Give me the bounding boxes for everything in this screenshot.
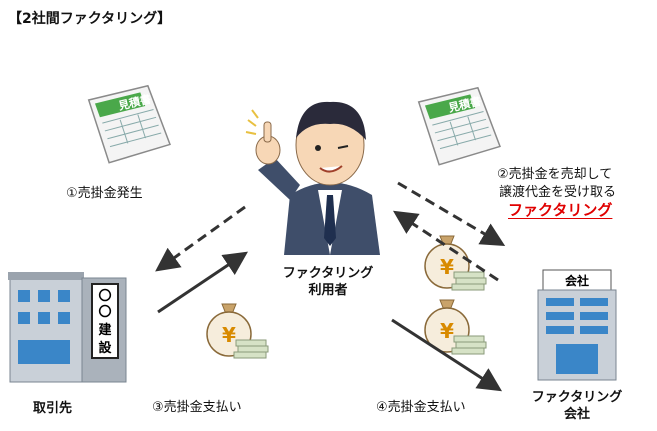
factoring-company-building-icon: 会社 <box>537 269 617 381</box>
user-label-line1: ファクタリング <box>282 266 374 281</box>
step4-label: ④売掛金支払い <box>376 400 466 415</box>
factoring-highlight: ファクタリング <box>508 201 613 219</box>
estimate-document-left-icon: 見積書 <box>87 83 172 165</box>
company-sign: 会社 <box>565 273 589 288</box>
client-sign-char-2: 〇 <box>98 304 111 320</box>
user-label-line2: 利用者 <box>308 283 348 298</box>
diagram-title: 【2社間ファクタリング】 <box>8 11 172 27</box>
arrow-transfer-proceeds-dashed <box>392 210 499 282</box>
estimate-document-right-icon: 見積書 <box>417 85 502 167</box>
arrow-sell-receivable-dashed <box>397 181 506 247</box>
money-bag-icon <box>206 303 269 359</box>
money-bag-icon <box>424 235 487 291</box>
step1-label: ①売掛金発生 <box>66 186 143 201</box>
client-sign-char-4: 設 <box>98 340 112 356</box>
client-sign-char-1: 〇 <box>98 288 111 304</box>
businessman-thumbs-up-icon <box>245 101 380 255</box>
arrow-payment-user-to-company <box>391 318 503 392</box>
company-label-line2: 会社 <box>563 407 590 422</box>
step3-label: ③売掛金支払い <box>152 400 242 415</box>
client-building-icon: 〇 〇 建 設 <box>8 272 127 383</box>
company-label-line1: ファクタリング <box>531 390 623 405</box>
arrow-receivable-dashed <box>155 205 246 272</box>
client-sign-char-3: 建 <box>98 322 111 338</box>
step2-line2: 譲渡代金を受け取る <box>499 185 617 200</box>
step2-line1: ②売掛金を売却して <box>497 167 613 182</box>
arrow-payment-client-to-user <box>157 251 248 314</box>
client-label: 取引先 <box>33 401 73 416</box>
